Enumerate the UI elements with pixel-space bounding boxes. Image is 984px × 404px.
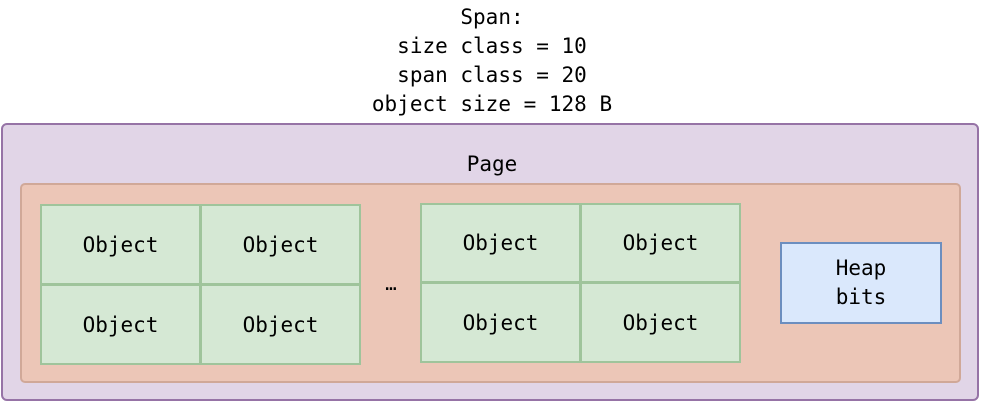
object-cell: Object (420, 203, 581, 283)
size-class-label: size class = 10 (397, 34, 587, 58)
object-cell: Object (580, 203, 741, 283)
ellipsis: … (385, 273, 397, 295)
heap-bits-box: Heap bits (780, 242, 942, 324)
object-cell: Object (580, 282, 741, 363)
object-cell: Object (420, 282, 581, 363)
object-cell: Object (200, 204, 361, 285)
page-label: Page (466, 152, 518, 176)
span-title: Span: (460, 5, 524, 29)
span-class-label: span class = 20 (397, 63, 587, 87)
object-cell: Object (200, 284, 361, 365)
object-cell: Object (40, 204, 201, 285)
object-size-label: object size = 128 B (371, 92, 613, 116)
object-cell: Object (40, 284, 201, 365)
